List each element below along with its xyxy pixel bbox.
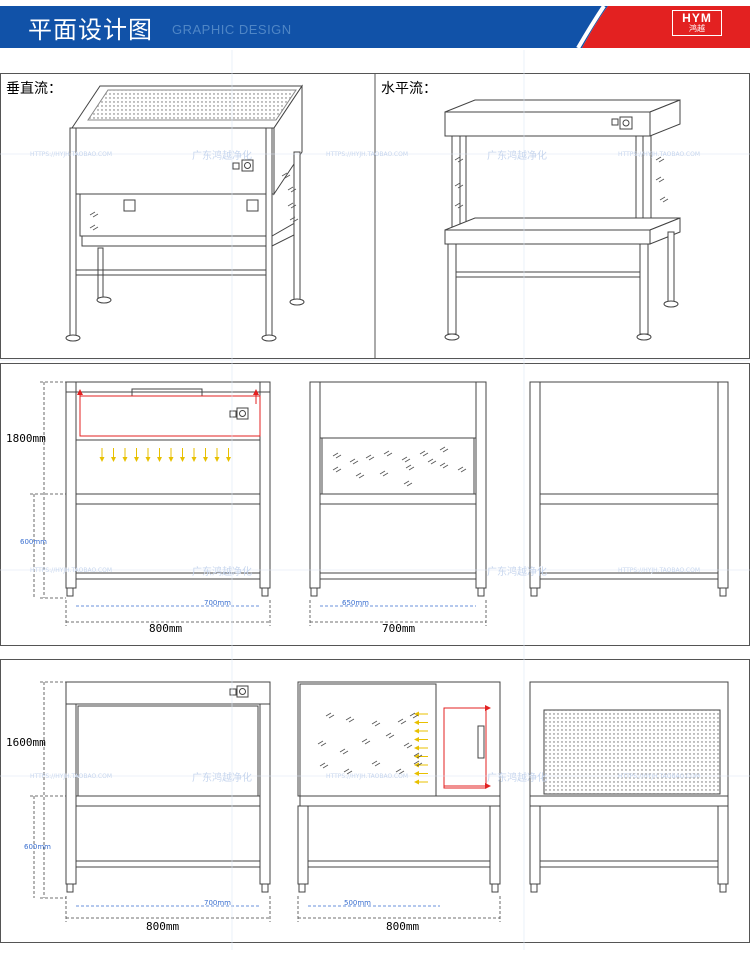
watermark-brand: 广东鸿越净化	[487, 773, 547, 784]
header-banner	[0, 4, 750, 48]
watermark-url: HTTPS://HYJH.TAOBAO.COM	[30, 773, 112, 780]
vertical-side-inner-dim: 650mm	[342, 599, 369, 607]
vertical-front-width-dim: 800mm	[149, 622, 183, 635]
vertical-height-dim: 1800mm	[6, 432, 46, 445]
bottom-panel-frame	[0, 659, 750, 943]
watermark-lines	[0, 50, 750, 950]
brand-logo: HYM 鸿越	[672, 10, 722, 36]
vertical-flow-isometric	[65, 84, 305, 342]
horizontal-front-view	[65, 681, 271, 893]
down-airflow-arrows	[99, 448, 231, 462]
watermark-url: HTTPS://HYJH.TAOBAO.COM	[326, 773, 408, 780]
watermark-url: HTTPS://HYJH.TAOBAO.COM	[326, 151, 408, 158]
logo-subtext: 鸿越	[689, 24, 705, 33]
watermark-url: HTTPS://HYJH.TAOBAO.COM	[618, 567, 700, 574]
hepa-filter-outline	[79, 395, 261, 437]
vertical-side-view	[309, 381, 487, 597]
vertical-side-width-dim: 700mm	[382, 622, 416, 635]
horizontal-back-view	[529, 681, 729, 893]
watermark-brand: 广东鸿越净化	[487, 567, 547, 578]
page-title: 平面设计图	[28, 16, 153, 44]
vertical-back-view	[529, 381, 729, 597]
page-subtitle: GRAPHIC DESIGN	[172, 22, 292, 37]
horizontal-flow-label: 水平流：	[381, 81, 437, 97]
horizontal-side-view	[297, 681, 501, 893]
vertical-front-inner-dim: 700mm	[204, 599, 231, 607]
horizontal-flow-isometric	[444, 99, 681, 341]
side-airflow-arrows	[414, 711, 428, 785]
watermark-brand: 广东鸿越净化	[192, 773, 252, 784]
watermark-brand: 广东鸿越净化	[192, 567, 252, 578]
watermark-url: HTTPS://HYJH.TAOBAO.COM	[618, 151, 700, 158]
horizontal-table-height-dim: 600mm	[24, 843, 51, 851]
watermark-url: HTTPS://HYJH.TAOBAO.COM	[30, 567, 112, 574]
vertical-table-height-dim: 600mm	[20, 538, 47, 546]
page-header: 平面设计图 GRAPHIC DESIGN HYM 鸿越	[0, 0, 750, 48]
glass-reflection-marks	[89, 156, 669, 775]
watermark-url: HTTPS://HYJH.TAOBAO.COM	[30, 151, 112, 158]
horizontal-side-inner-dim: 500mm	[344, 899, 371, 907]
logo-text: HYM	[682, 11, 712, 25]
vertical-flow-label: 垂直流：	[6, 81, 62, 97]
horizontal-height-dim: 1600mm	[6, 736, 46, 749]
watermark-url: HTTPS://HYJH.TAOBAO.COM	[618, 773, 700, 780]
dimension-lines	[30, 381, 501, 922]
horizontal-front-width-dim: 800mm	[146, 920, 180, 933]
horizontal-side-width-dim: 800mm	[386, 920, 420, 933]
watermark-brand: 广东鸿越净化	[487, 151, 547, 162]
horizontal-front-inner-dim: 700mm	[204, 899, 231, 907]
watermark-brand: 广东鸿越净化	[192, 151, 252, 162]
